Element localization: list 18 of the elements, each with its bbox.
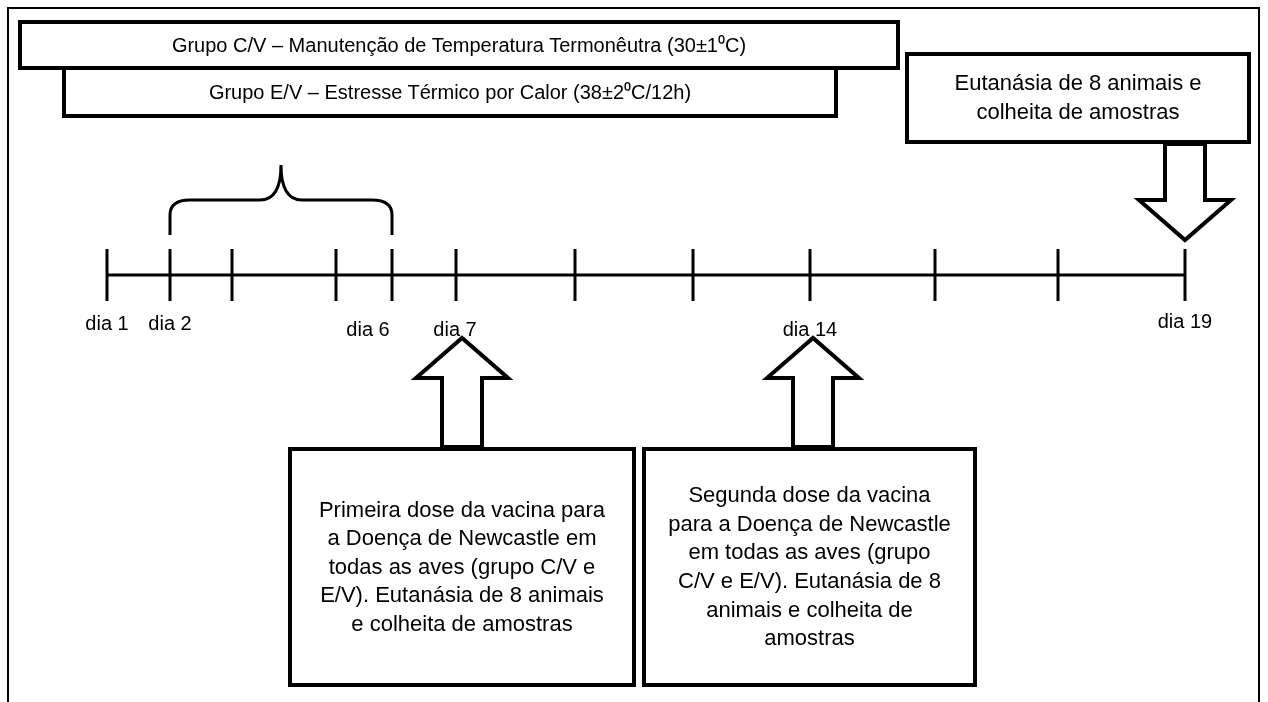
text-box (288, 447, 636, 687)
box-text: Grupo C/V – Manutenção de Temperatura Termonêutra (30±1⁰C) (171, 33, 747, 58)
day-label: dia 7 (433, 318, 477, 341)
block-arrow (761, 335, 865, 449)
day-label: dia 6 (346, 318, 390, 341)
block-arrow (410, 335, 514, 449)
box-text: Eutanásia de 8 animais e colheita de amostras (953, 69, 1203, 126)
block-arrow (1133, 142, 1237, 243)
day-label: dia 14 (782, 318, 838, 341)
day-label: dia 19 (1157, 310, 1213, 333)
text-box (18, 20, 900, 70)
day-label: dia 2 (148, 312, 192, 335)
box-text: Primeira dose da vacina para a Doença de Newcastle em todas as aves (grupo C/V e E/V). Eutanásia de 8 animais e colheita de amostras (317, 495, 607, 638)
box-text: Segunda dose da vacina para a Doença de Newcastle em todas as aves (grupo C/V e E/V). Eutanásia de 8 animais e colheita de amostras (668, 481, 951, 653)
text-box (642, 447, 977, 687)
day-label: dia 1 (85, 312, 129, 335)
box-text: Grupo E/V – Estresse Térmico por Calor (38±2⁰C/12h) (208, 80, 692, 105)
text-box (905, 52, 1251, 144)
